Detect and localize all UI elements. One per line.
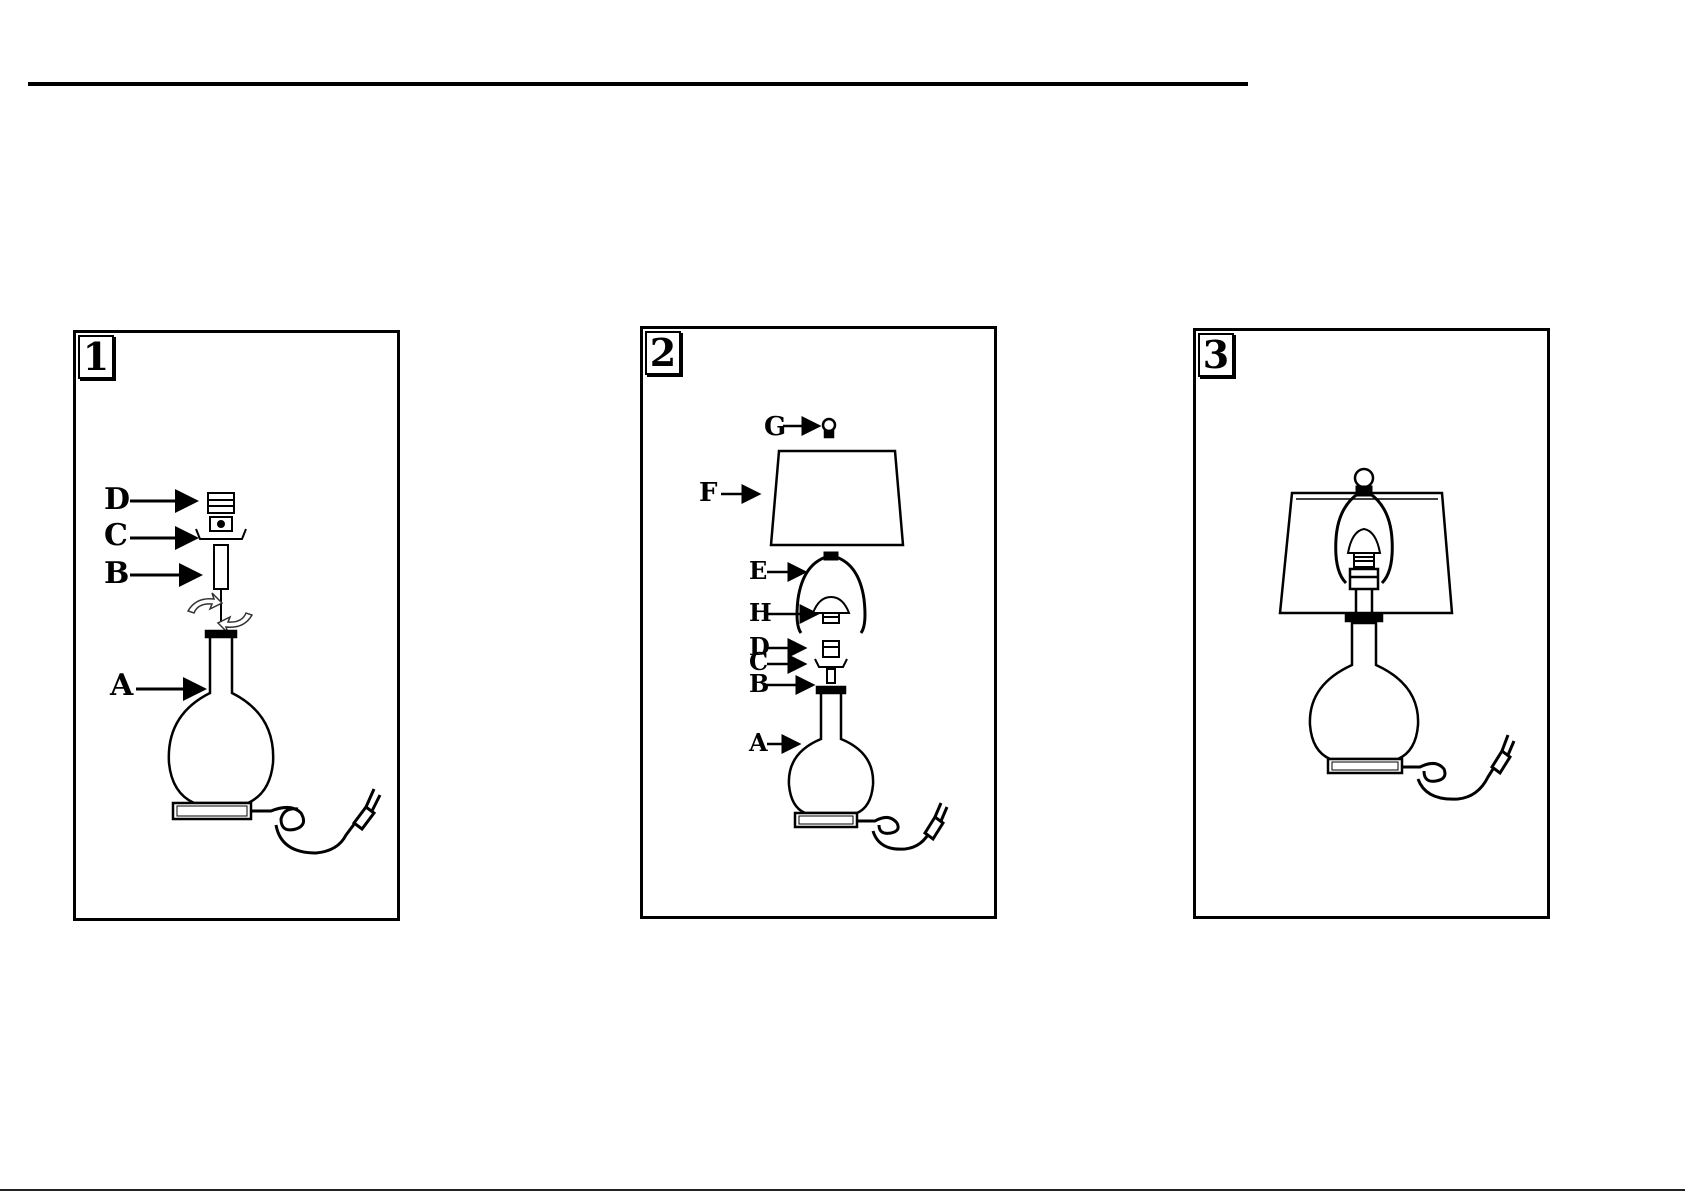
- lamp-base-icon: [1310, 623, 1418, 773]
- label-h: H: [749, 598, 772, 627]
- finial-icon: [1355, 469, 1373, 487]
- step-3-illustration: [1196, 331, 1553, 922]
- header-rule: [28, 82, 1248, 86]
- coupling-part-b: [214, 545, 228, 623]
- label-d: D: [104, 482, 130, 517]
- socket-part-d: [208, 493, 234, 513]
- label-b: B: [104, 556, 129, 591]
- step-2-illustration: G F E H D C B A: [643, 329, 1000, 922]
- label-g: G: [764, 412, 786, 442]
- step-1-illustration: D C B A: [76, 333, 403, 924]
- label-e: E: [749, 556, 767, 585]
- step-2-panel: 2 G F E H D C B A: [640, 326, 997, 919]
- power-cord-icon: [251, 789, 380, 853]
- lamp-base-part-a: [169, 631, 273, 819]
- label-b: B: [749, 669, 769, 698]
- bulb-part-h: [813, 597, 849, 623]
- step-3-panel: 3: [1193, 328, 1550, 919]
- lamp-shade-part-f: [771, 451, 903, 545]
- harp-saddle-part-c: [196, 517, 246, 539]
- step-1-panel: 1 D C B A: [73, 330, 400, 921]
- power-cord-icon: [857, 803, 947, 849]
- power-cord-icon: [1402, 735, 1514, 799]
- label-a: A: [109, 668, 134, 703]
- lamp-base-part-a: [789, 687, 873, 827]
- label-c: C: [104, 518, 128, 553]
- label-a: A: [748, 728, 768, 757]
- label-f: F: [699, 478, 718, 508]
- finial-part-g: [823, 419, 835, 437]
- socket-assembly-d-c-b: [815, 641, 847, 683]
